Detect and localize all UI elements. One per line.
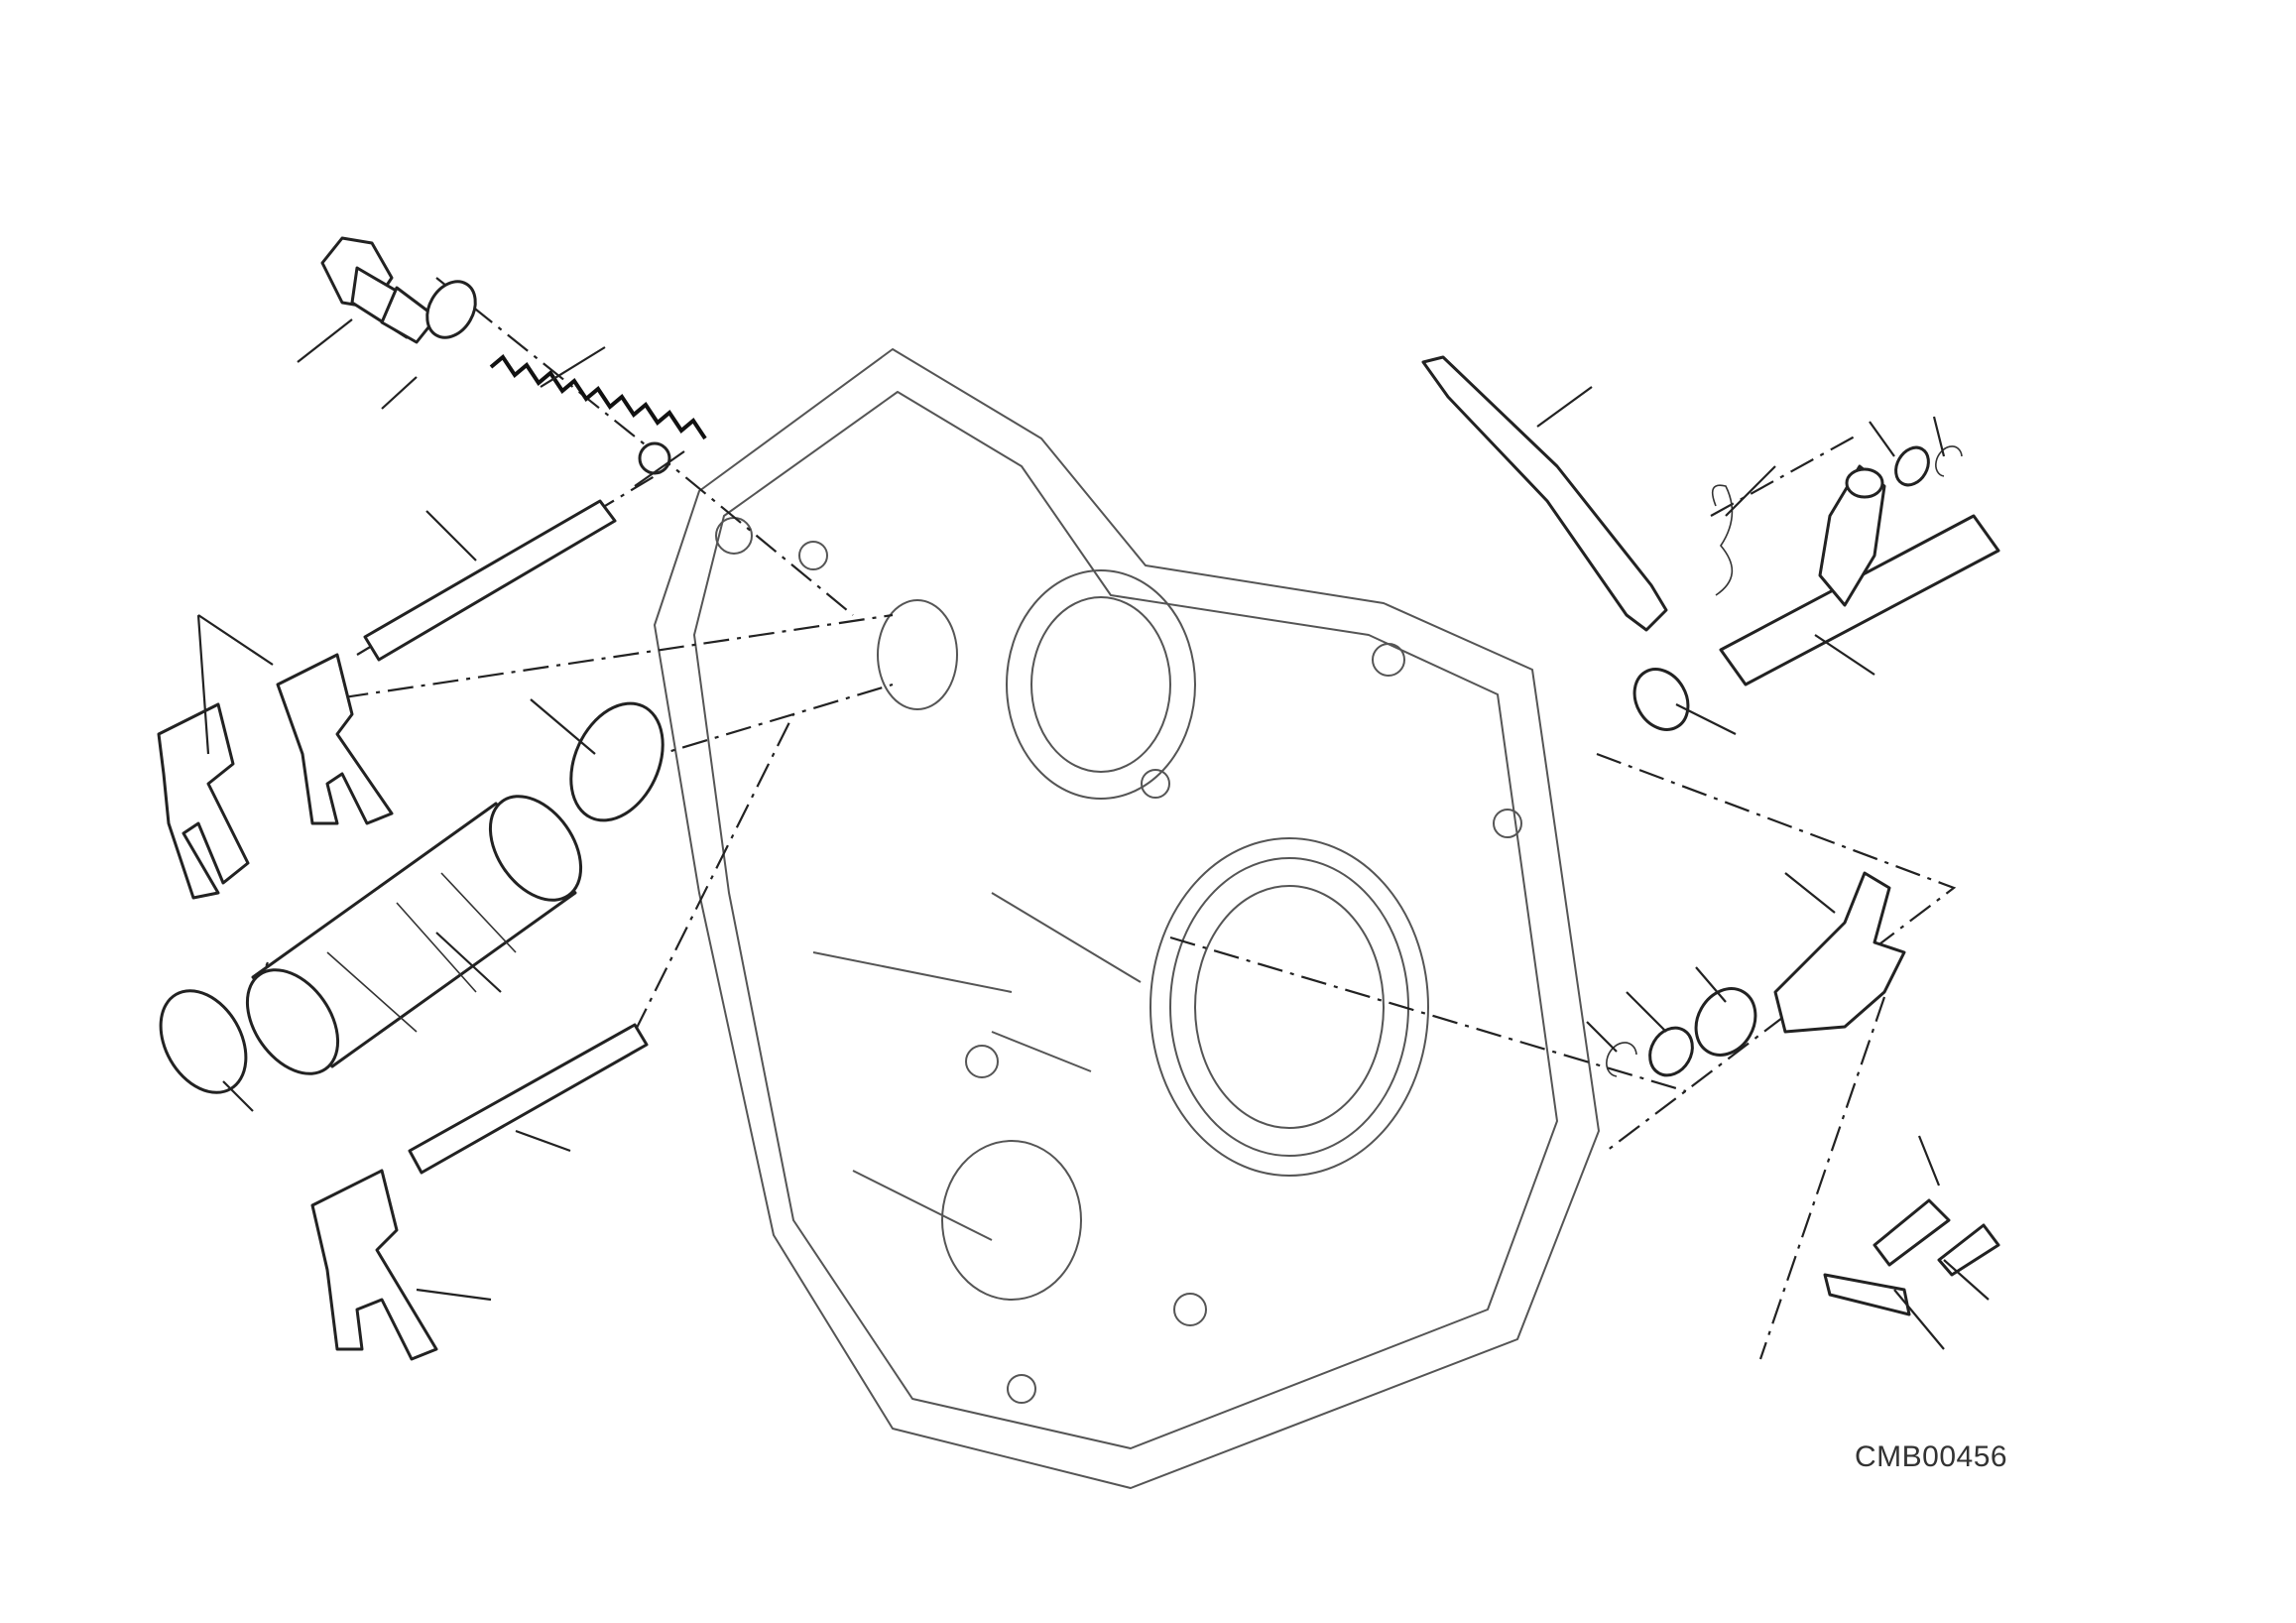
detent-ball <box>638 441 671 475</box>
crankcase-half <box>654 348 1600 1489</box>
drawing-code-label: CMB00456 <box>1855 1440 2008 1473</box>
gearshift-shaft <box>1719 464 2000 687</box>
bearing <box>1694 987 1757 1057</box>
o-ring <box>569 701 665 822</box>
detent-bolt <box>320 236 438 344</box>
screw <box>1873 1198 1951 1267</box>
fork-rod-lower <box>408 1023 649 1175</box>
washer <box>425 280 477 339</box>
circlip <box>1935 445 1963 477</box>
locking-plate <box>1823 1273 1911 1316</box>
o-ring <box>159 989 248 1094</box>
index-plate <box>1773 871 1906 1034</box>
shift-fork <box>310 1169 438 1361</box>
selector-lever <box>1421 355 1668 632</box>
fork-rod-upper <box>363 499 617 662</box>
gear-selector-drum <box>245 795 583 1075</box>
shift-fork <box>157 702 250 900</box>
washer <box>1648 1026 1694 1077</box>
detent-spring <box>489 354 707 440</box>
washer <box>1894 445 1930 487</box>
spring-hook <box>1711 484 1734 596</box>
shift-fork <box>276 653 394 825</box>
reference-leader-lines <box>196 318 1990 1350</box>
ratchet-spring <box>1632 668 1690 731</box>
screw <box>1937 1223 2000 1277</box>
